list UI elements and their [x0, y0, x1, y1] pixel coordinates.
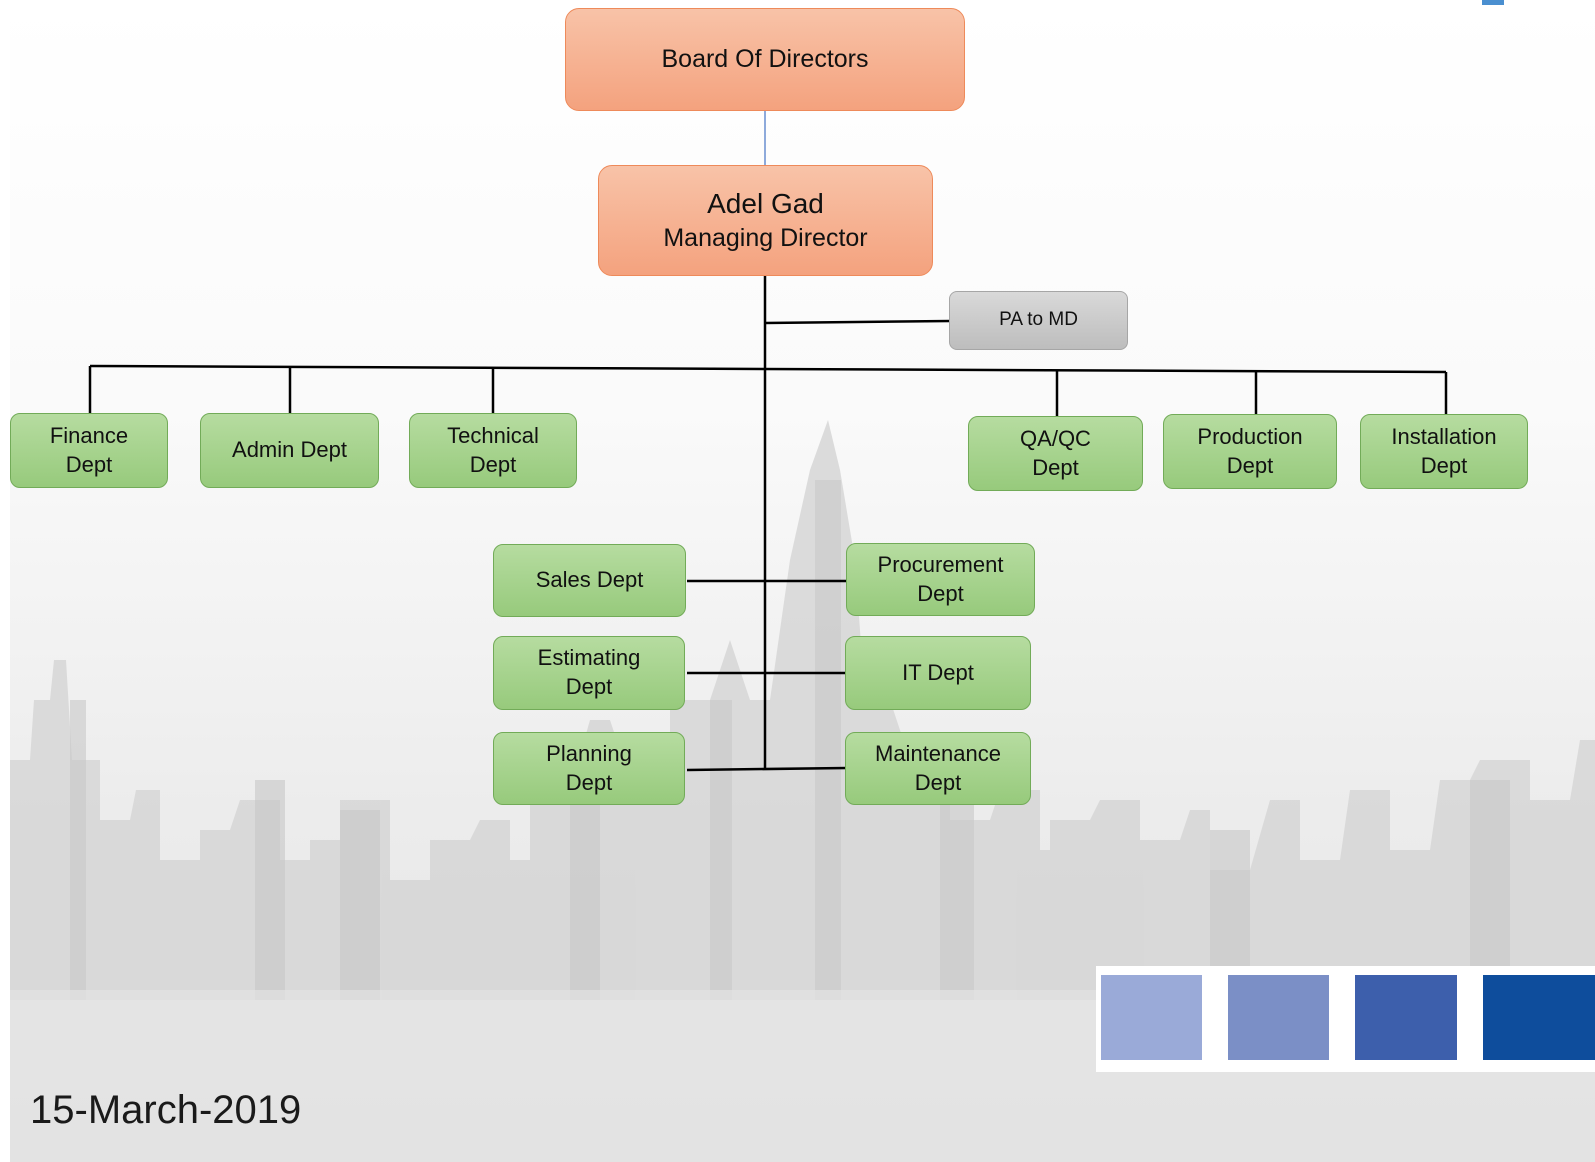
installation-dept-line-2: Dept — [1420, 452, 1468, 478]
admin-dept-box: Admin Dept — [200, 413, 379, 488]
installation-dept-line-1: Installation — [1391, 423, 1497, 449]
finance-dept-line-1: Finance — [49, 422, 129, 448]
qaqc-dept-line-2: Dept — [1032, 454, 1079, 480]
pa-to-md-box: PA to MD — [949, 291, 1128, 350]
technical-dept-line-1: Technical — [447, 422, 539, 448]
qaqc-dept-box: QA/QC Dept — [968, 416, 1143, 491]
maintenance-dept-box: Maintenance Dept — [845, 732, 1031, 805]
planning-dept-line-2: Dept — [565, 769, 613, 795]
technical-dept-line-2: Dept — [469, 451, 517, 477]
planning-dept-box: Planning Dept — [493, 732, 685, 805]
board-of-directors-box: Board Of Directors — [565, 8, 965, 111]
estimating-dept-line-2: Dept — [565, 674, 613, 699]
finance-dept-line-2: Dept — [65, 451, 113, 477]
production-dept-line-1: Production — [1197, 423, 1303, 449]
installation-dept-box: Installation Dept — [1360, 414, 1528, 489]
planning-dept-line-1: Planning — [546, 740, 632, 766]
maintenance-dept-line-2: Dept — [914, 769, 962, 795]
production-dept-line-2: Dept — [1226, 452, 1274, 478]
maintenance-dept-line-1: Maintenance — [875, 740, 1001, 766]
pa-to-md-label: PA to MD — [999, 309, 1078, 331]
procurement-dept-line-1: Procurement — [877, 551, 1004, 577]
color-swatch-3 — [1355, 975, 1457, 1060]
color-swatch-4 — [1483, 975, 1595, 1060]
procurement-dept-box: Procurement Dept — [846, 543, 1035, 616]
chart-date: 15-March-2019 — [30, 1088, 302, 1132]
managing-director-box: Adel Gad Managing Director — [598, 165, 933, 276]
qaqc-dept-line-1: QA/QC — [1020, 425, 1091, 451]
sales-dept-label: Sales Dept — [535, 567, 644, 593]
sales-dept-box: Sales Dept — [493, 544, 686, 617]
board-of-directors-label: Board Of Directors — [661, 45, 869, 74]
estimating-dept-line-1: Estimating — [537, 645, 641, 671]
managing-director-name: Adel Gad — [707, 188, 824, 220]
it-dept-label: IT Dept — [902, 659, 974, 685]
estimating-dept-box: Estimating Dept — [493, 636, 685, 710]
color-swatch-1 — [1101, 975, 1202, 1060]
color-swatch-2 — [1228, 975, 1329, 1060]
procurement-dept-line-2: Dept — [917, 580, 964, 606]
city-skyline-background — [10, 420, 1595, 1162]
admin-dept-label: Admin Dept — [232, 437, 347, 463]
it-dept-box: IT Dept — [845, 636, 1031, 710]
production-dept-box: Production Dept — [1163, 414, 1337, 489]
technical-dept-box: Technical Dept — [409, 413, 577, 488]
corner-accent — [1482, 0, 1504, 5]
managing-director-title: Managing Director — [663, 224, 868, 253]
finance-dept-box: Finance Dept — [10, 413, 168, 488]
